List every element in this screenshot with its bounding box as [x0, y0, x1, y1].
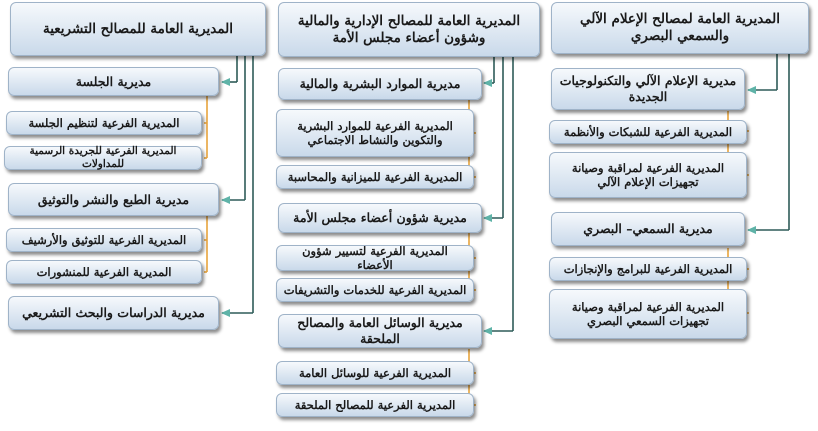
- middle-division-1-sub-1-box: المديرية الفرعية للموارد البشرية والتكوي…: [276, 109, 474, 157]
- left-division-2-sub-1-box: المديرية الفرعية للتوثيق والأرشيف: [6, 228, 202, 252]
- right-tree-connectors: [747, 54, 790, 234]
- left-head-box: المديرية العامة للمصالح التشريعية: [10, 2, 266, 56]
- middle-division-2-sub-1-box: المديرية الفرعية لتسيير شؤون الأعضاء: [276, 244, 474, 272]
- middle-division-2-box: مديرية شؤون أعضاء مجلس الأمة: [278, 203, 482, 233]
- middle-division-1-box: مديرية الموارد البشرية والمالية: [278, 68, 482, 100]
- left-division-2-box: مديرية الطبع والنشر والتوثيق: [8, 183, 219, 216]
- left-division-1-sub-1-box: المديرية الفرعية لتنظيم الجلسة: [6, 111, 202, 135]
- middle-division-3-sub-1-box: المديرية الفرعية للوسائل العامة: [276, 361, 474, 385]
- right-division-2-sub-2-box: المديرية الفرعية لمراقبة وصيانة تجهيزات …: [549, 289, 747, 339]
- middle-division-2-sub-2-box: المديرية الفرعية للخدمات والتشريفات: [276, 278, 474, 302]
- right-division-1-sub-1-box: المديرية الفرعية للشبكات والأنظمة: [549, 120, 747, 144]
- left-division-1-sub-2-box: المديرية الفرعية للجريدة الرسمية للمداول…: [4, 145, 202, 170]
- right-division-2-sub-1-box: المديرية الفرعية للبرامج والإنجازات: [549, 257, 747, 281]
- left-division-2-sub-2-box: المديرية الفرعية للمنشورات: [6, 260, 202, 284]
- left-tree-connectors: [221, 56, 254, 317]
- middle-head-box: المديرية العامة للمصالح الإدارية والمالي…: [278, 2, 540, 57]
- right-division-1-box: مديرية الإعلام الآلي والتكنولوجيات الجدي…: [551, 68, 745, 110]
- middle-division-3-box: مديرية الوسائل العامة والمصالح الملحقة: [278, 314, 482, 348]
- right-division-1-sub-2-box: المديرية الفرعية لمراقبة وصيانة تجهيزات …: [549, 152, 747, 198]
- left-division-1-box: مديرية الجلسة: [8, 67, 219, 96]
- middle-division-3-sub-2-box: المديرية الفرعية للمصالح الملحقة: [276, 393, 474, 417]
- right-division-2-box: مديرية السمعي– البصري: [551, 212, 745, 246]
- left-subtree-connectors: [204, 96, 208, 273]
- middle-tree-connectors: [483, 57, 514, 335]
- left-division-3-box: مديرية الدراسات والبحث التشريعي: [8, 296, 219, 330]
- middle-division-1-sub-2-box: المديرية الفرعية للميزانية والمحاسبة: [276, 165, 474, 189]
- right-head-box: المديرية العامة لمصالح الإعلام الآلي وال…: [551, 2, 809, 54]
